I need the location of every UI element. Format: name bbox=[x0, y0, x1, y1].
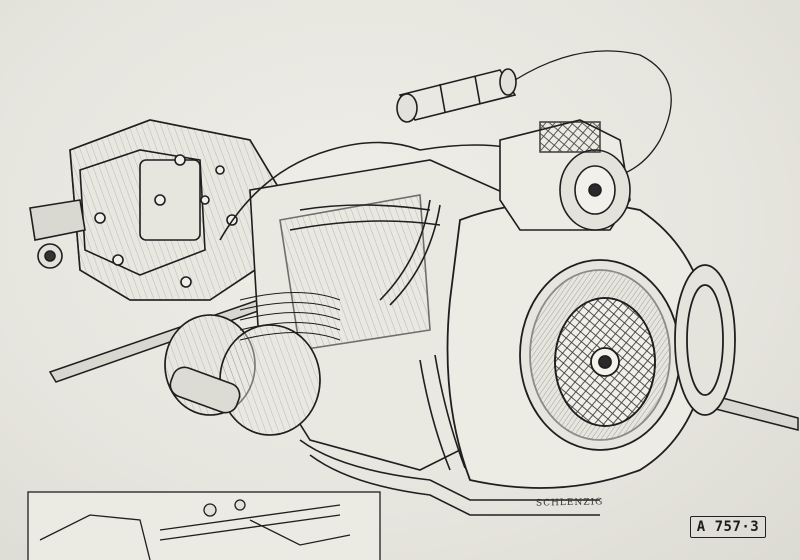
fan-housing bbox=[446, 201, 736, 489]
cylinder-heads bbox=[164, 292, 341, 436]
air-filter bbox=[499, 119, 631, 231]
figure-number-label: A 757·3 bbox=[690, 516, 766, 538]
artist-signature: SCHLENZIG bbox=[535, 497, 604, 509]
inset-drawing bbox=[27, 491, 381, 560]
ignition-coil bbox=[396, 50, 672, 181]
exhaust-pipes bbox=[299, 354, 600, 516]
gearbox bbox=[29, 119, 281, 301]
